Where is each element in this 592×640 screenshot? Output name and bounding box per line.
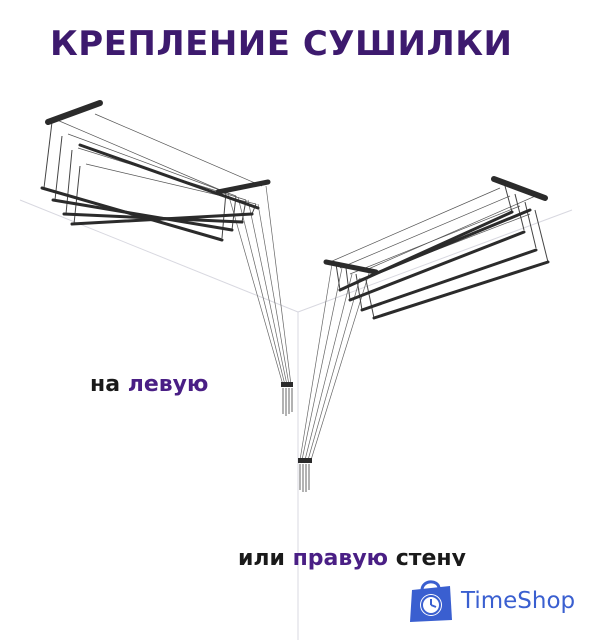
caption-left-wall: на левую <box>90 372 208 397</box>
caption-right-prefix: или <box>238 546 293 571</box>
caption-left-prefix: на <box>90 372 128 397</box>
shopping-bag-clock-icon <box>410 580 452 622</box>
caption-right-accent: правую <box>292 546 389 571</box>
brand-name: TimeShop <box>461 588 576 614</box>
caption-left-accent: левую <box>127 372 209 397</box>
left-dryer <box>40 100 293 416</box>
page-title: КРЕПЛЕНИЕ СУШИЛКИ <box>50 24 513 64</box>
brand-logo: TimeShop <box>398 566 592 640</box>
right-dryer <box>298 176 550 492</box>
room-corner <box>19 199 573 640</box>
